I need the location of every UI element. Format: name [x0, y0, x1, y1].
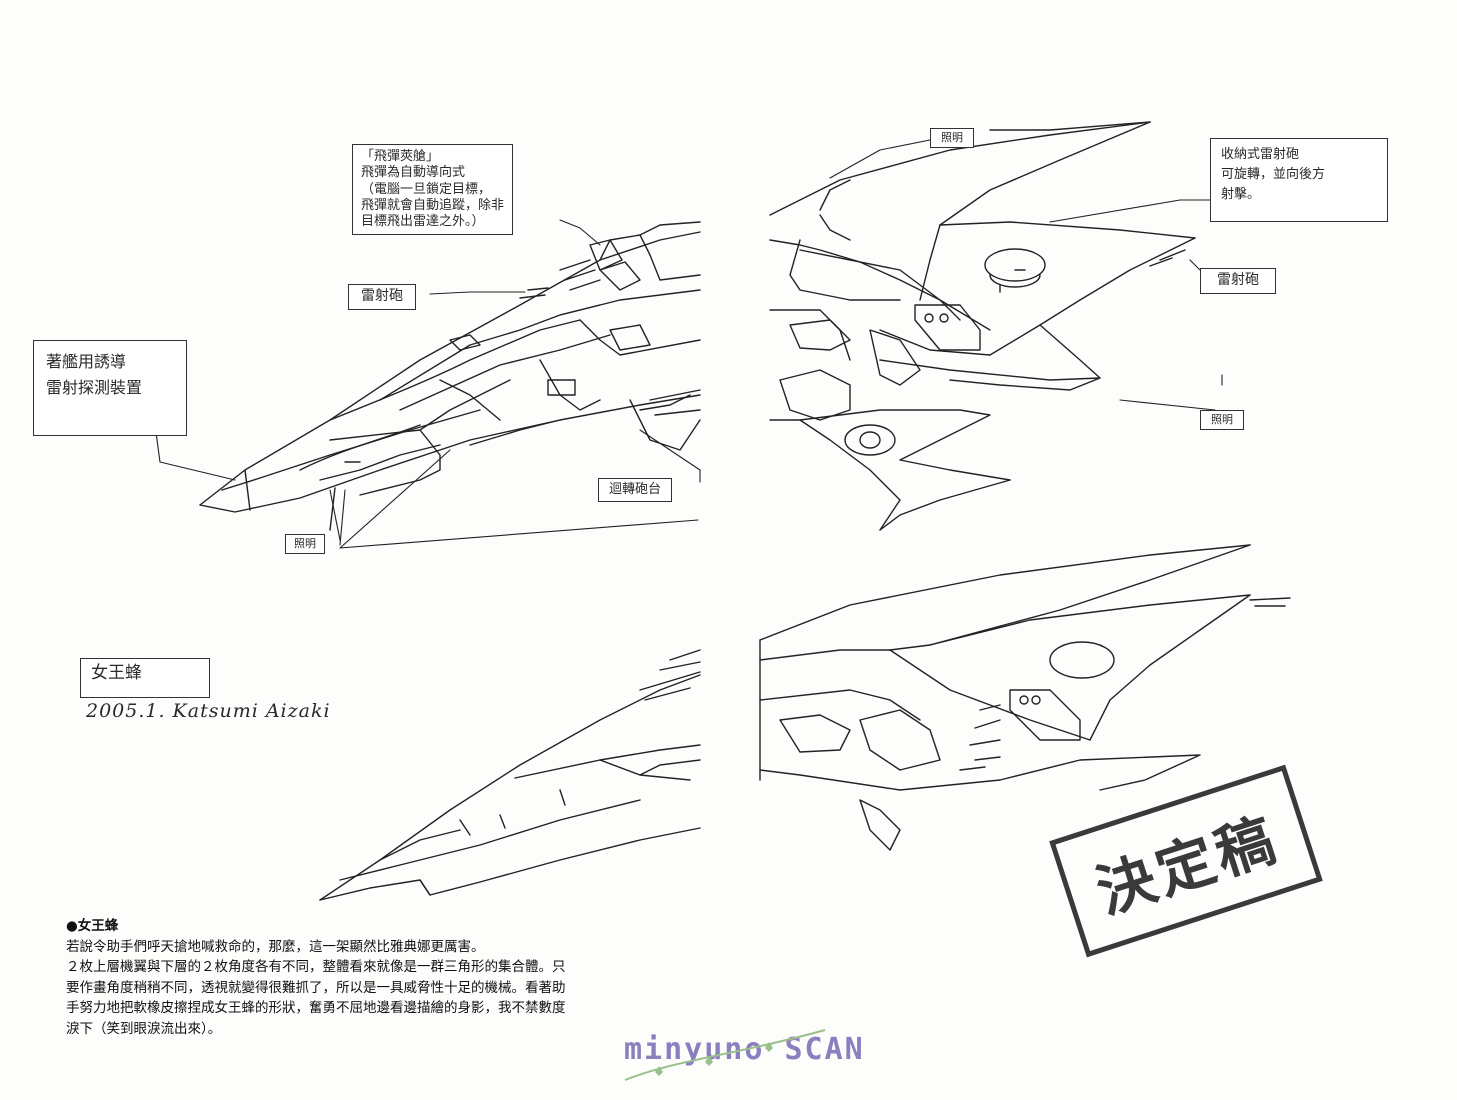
retractable-laser-line-2: 可旋轉，並向後方	[1221, 167, 1326, 182]
lighting-label-bottom-left: 照明	[285, 534, 325, 554]
ship-underside-view	[319, 649, 701, 901]
rotating-turret-label: 迴轉砲台	[598, 478, 673, 503]
ship-front-view	[199, 221, 701, 531]
lighting-text-top: 照明	[941, 131, 963, 144]
lighting-text-right: 照明	[1211, 413, 1233, 426]
laser-gun-label-left: 雷射砲	[348, 284, 416, 310]
laser-gun-text-left: 雷射砲	[361, 288, 403, 304]
description-title: ●女王蜂	[66, 918, 119, 934]
ship-wing-view	[759, 544, 1291, 851]
lighting-label-right: 照明	[1200, 410, 1244, 430]
artist-signature: 2005.1. Katsumi Aizaki	[86, 700, 331, 722]
lighting-text-bottom-left: 照明	[294, 537, 316, 550]
description-block: ●女王蜂 若說令助手們呼天搶地喊救命的，那麼，這一架顯然比雅典娜更厲害。 ２枚上…	[66, 916, 666, 1039]
landing-guidance-line-1: 著艦用誘導	[46, 352, 127, 371]
landing-guidance-line-2: 雷射探測裝置	[46, 378, 143, 397]
laser-gun-label-right: 雷射砲	[1200, 268, 1276, 294]
description-line: 若說令助手們呼天搶地喊救命的，那麼，這一架顯然比雅典娜更厲害。	[66, 938, 485, 955]
missile-pod-line-1: 「飛彈莢艙」	[361, 149, 440, 164]
description-line: 手努力地把軟橡皮擦捏成女王蜂的形狀，奮勇不屈地邊看邊描繪的身影，我不禁數度	[66, 1000, 566, 1016]
name-tag-text: 女王蜂	[91, 663, 142, 683]
retractable-laser-line-1: 收納式雷射砲	[1221, 147, 1300, 162]
credit-decoration	[624, 1029, 826, 1081]
missile-pod-label: 「飛彈莢艙」 飛彈為自動導向式 （電腦一旦鎖定目標， 飛彈就會自動追蹤，除非 目…	[352, 144, 514, 236]
lighting-label-top: 照明	[930, 128, 974, 148]
missile-pod-line-2: 飛彈為自動導向式	[361, 165, 466, 181]
description-line: ２枚上層機翼與下層的２枚角度各有不同，整體看來就像是一群三角形的集合體。只	[66, 959, 566, 975]
laser-gun-text-right: 雷射砲	[1217, 272, 1259, 288]
missile-pod-line-3: （電腦一旦鎖定目標，	[361, 181, 492, 197]
landing-guidance-label: 著艦用誘導 雷射探測裝置	[33, 340, 187, 436]
retractable-laser-label: 收納式雷射砲 可旋轉，並向後方 射擊。	[1210, 138, 1388, 222]
retractable-laser-line-3: 射擊。	[1221, 187, 1261, 202]
rotating-turret-text: 迴轉砲台	[609, 482, 662, 497]
ship-rear-view	[769, 121, 1196, 531]
missile-pod-line-5: 目標飛出雷達之外。）	[361, 214, 485, 229]
missile-pod-line-4: 飛彈就會自動追蹤，除非	[361, 197, 505, 213]
description-line: 要作畫角度稍稍不同，透視就變得很難抓了，所以是一具威脅性十足的機械。看著助	[66, 979, 566, 996]
description-line: 淚下（笑到眼淚流出來）。	[66, 1020, 222, 1037]
name-tag: 女王蜂	[80, 658, 210, 698]
